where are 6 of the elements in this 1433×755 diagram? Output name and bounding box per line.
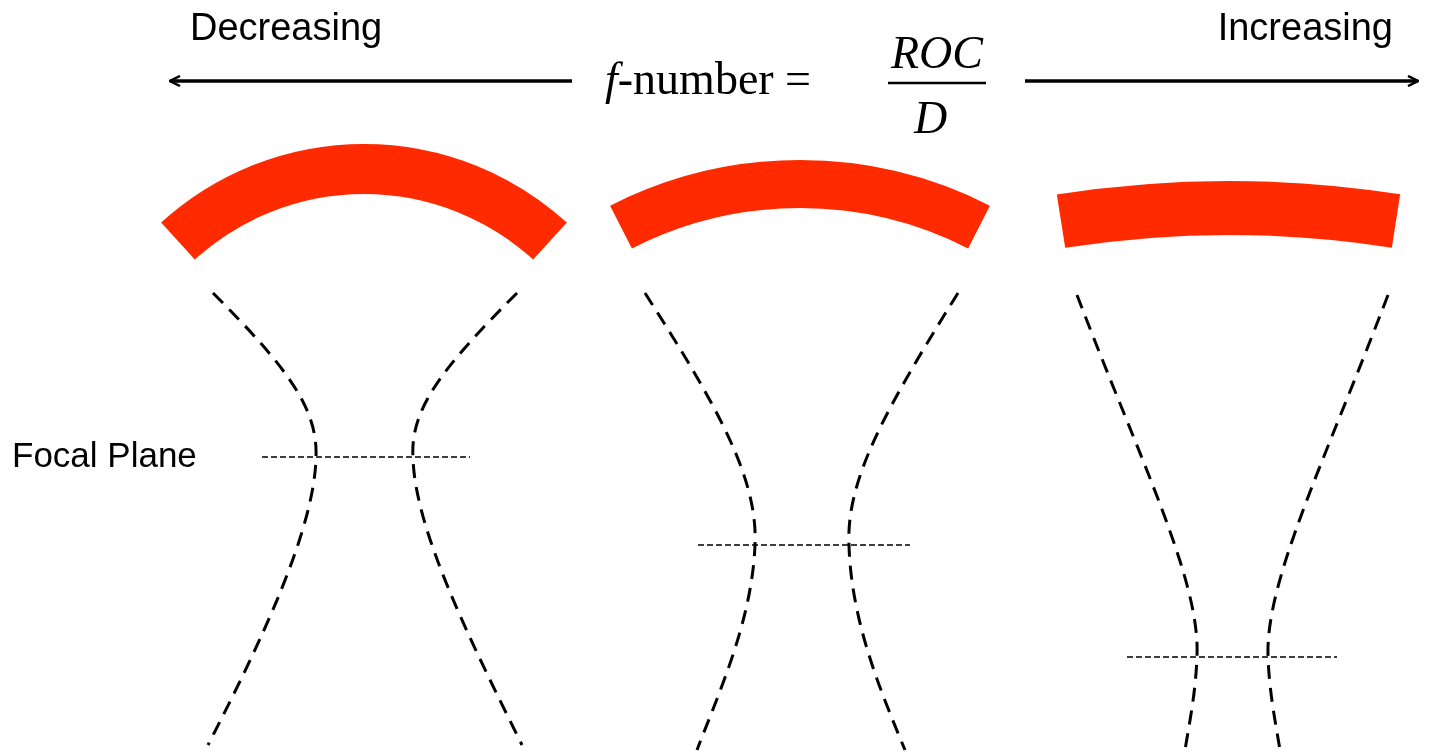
formula-denominator: D bbox=[914, 95, 948, 141]
heading-text: Increasing bbox=[1217, 8, 1393, 46]
formula-numerator: ROC bbox=[891, 30, 983, 76]
formula-text: f-number = bbox=[605, 56, 812, 102]
axis-label: Focal Plane bbox=[12, 437, 197, 472]
heading-text: Decreasing bbox=[190, 8, 383, 46]
